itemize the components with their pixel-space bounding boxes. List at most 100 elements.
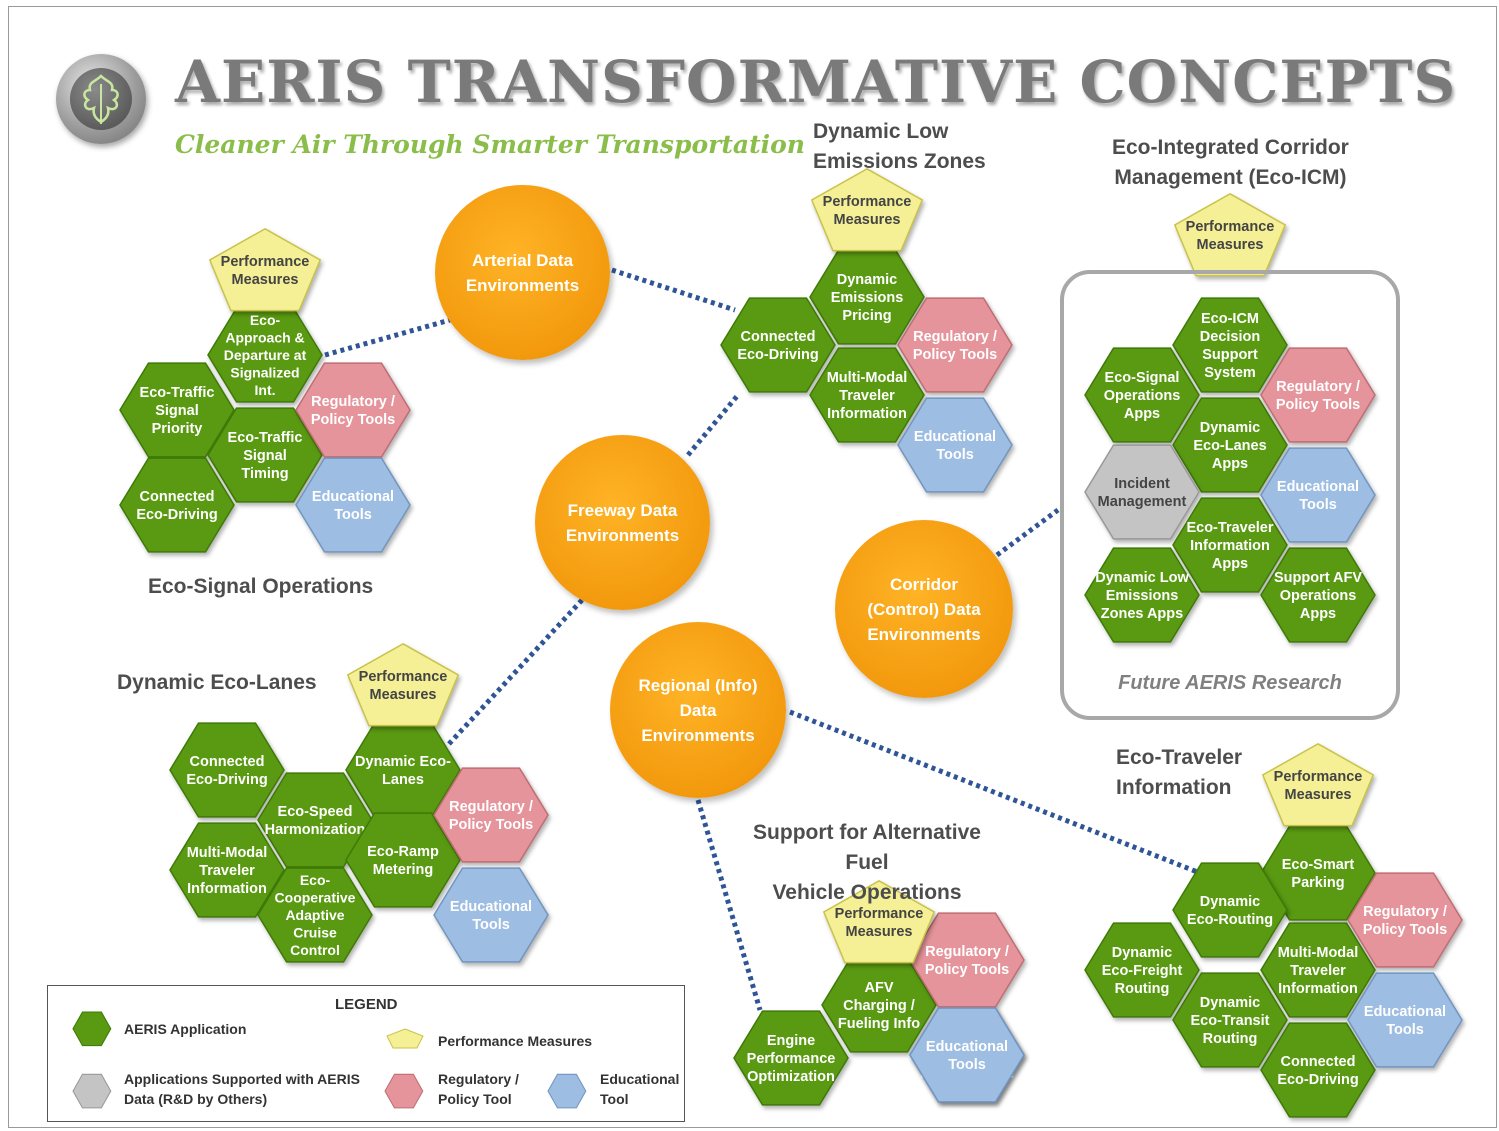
shape-label: Regulatory /Policy Tools <box>311 394 395 428</box>
oak-leaf-icon <box>56 54 146 144</box>
legend-swatches <box>72 1011 587 1109</box>
shape-body <box>909 1007 1025 1103</box>
shape-body <box>1260 347 1376 443</box>
figure-frame <box>8 6 1497 1128</box>
arterial-data-environments: Arterial Data Environments <box>435 185 610 360</box>
shape-body <box>1172 297 1288 393</box>
legend-label-gray: Applications Supported with AERIS Data (… <box>124 1071 360 1107</box>
shape-body <box>257 772 373 868</box>
shape-body <box>822 879 936 964</box>
shape-body <box>733 1010 849 1106</box>
group-label-afv: Support for Alternative Fuel Vehicle Ope… <box>753 821 981 904</box>
future-research-box <box>1060 270 1400 720</box>
shape-body <box>207 407 323 503</box>
shape-body <box>1084 547 1200 643</box>
page-subtitle: Cleaner Air Through Smarter Transportati… <box>175 130 805 159</box>
shape-body <box>1172 862 1288 958</box>
shape-body <box>433 867 549 963</box>
shape-body <box>1260 1022 1376 1118</box>
shape-body <box>346 642 460 727</box>
shape-body <box>1260 447 1376 543</box>
shape-body <box>295 362 411 458</box>
legend-label-green: AERIS Application <box>124 1021 247 1037</box>
shape-body <box>257 867 373 963</box>
legend-label-pentagon: Performance Measures <box>438 1033 593 1049</box>
shape-body <box>1173 192 1287 277</box>
group-label-eco-icm: Eco-Integrated Corridor Management (Eco-… <box>1112 136 1349 189</box>
connector-lines <box>324 267 1201 1011</box>
shape-body <box>169 722 285 818</box>
shape-body <box>1172 397 1288 493</box>
shape-body <box>345 812 461 908</box>
shape-body <box>1347 972 1463 1068</box>
connector-dotted-line <box>686 393 740 457</box>
connector-dotted-line <box>324 317 451 358</box>
shape-body <box>1260 547 1376 643</box>
legend-label-pink: Regulatory / Policy Tool <box>438 1071 519 1107</box>
hex-green: Dynamic Eco-Lanes <box>345 722 461 818</box>
hex-pink: Regulatory /Policy Tools <box>897 297 1013 393</box>
shape-body <box>1260 922 1376 1018</box>
legend-label-blue: Educational Tool <box>600 1071 680 1107</box>
legend-swatch-blue <box>547 1073 587 1109</box>
corridor-data-environments: Corridor (Control) Data Environments <box>835 520 1013 698</box>
shape-body <box>1084 444 1200 540</box>
shape-body <box>1347 872 1463 968</box>
shape-body <box>809 347 925 443</box>
hex-pink: Regulatory /Policy Tools <box>909 912 1025 1008</box>
legend-swatch-pentagon <box>386 1028 424 1049</box>
page-title: AERIS TRANSFORMATIVE CONCEPTS <box>175 48 1457 116</box>
regional-data-environments: Regional (Info) Data Environments <box>610 622 786 798</box>
shape-body <box>119 362 235 458</box>
hex-pink: Regulatory /Policy Tools <box>295 362 411 458</box>
shape-body <box>1084 922 1200 1018</box>
shape-label: Regulatory /Policy Tools <box>1363 904 1447 938</box>
group-label-eco-lanes: Dynamic Eco-Lanes <box>117 671 317 694</box>
legend-title: LEGEND <box>335 996 398 1013</box>
